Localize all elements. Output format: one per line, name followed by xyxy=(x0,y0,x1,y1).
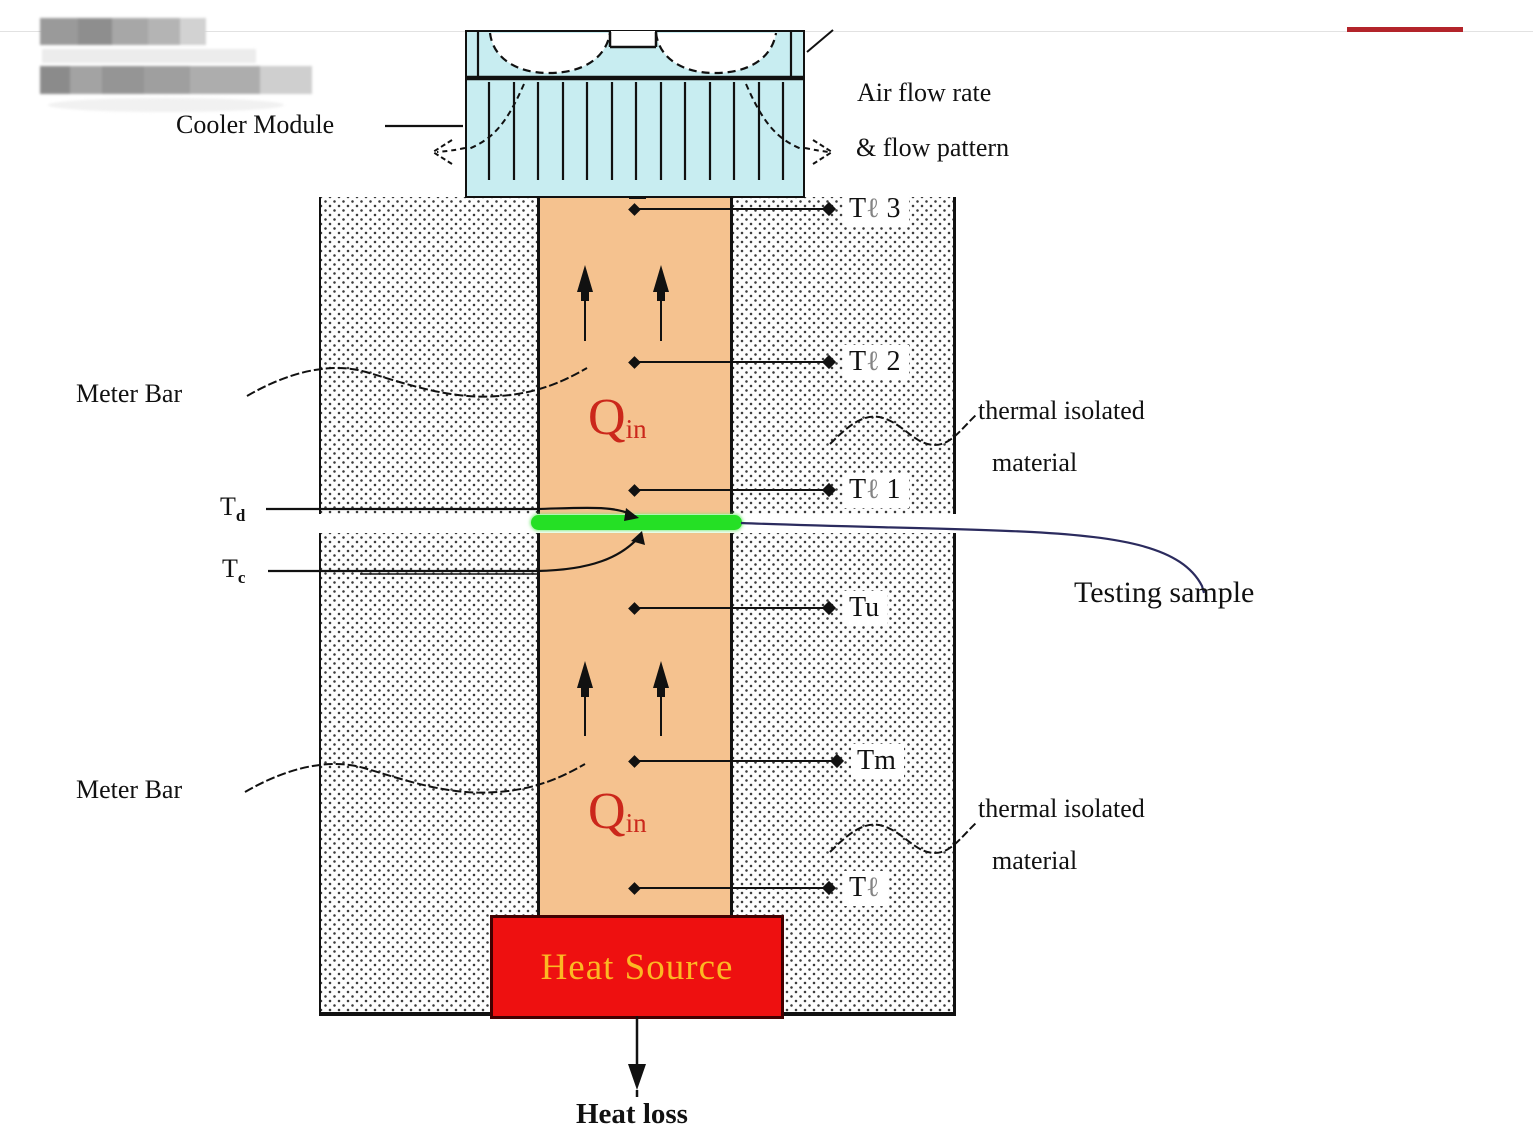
insulation-block-upper-left xyxy=(319,197,539,514)
sensor-line-tl2 xyxy=(637,361,827,364)
sensor-line-tl3 xyxy=(637,208,827,211)
testing-sample-bar xyxy=(531,515,742,530)
column-top-tick xyxy=(629,196,646,199)
thermal-isolated-upper-label-line2: material xyxy=(992,448,1078,477)
td-label: Td xyxy=(220,492,246,526)
redacted-line-2 xyxy=(42,49,256,63)
flow-pattern-label: & flow pattern xyxy=(856,133,1010,162)
heat-loss-label: Heat loss xyxy=(576,1098,688,1130)
meter-bar-lower-label: Meter Bar xyxy=(76,775,183,804)
sensor-line-tl xyxy=(637,887,827,890)
sensor-label-tl3: Tℓ 3 xyxy=(843,192,909,227)
qin-lower-label: Qin xyxy=(588,783,647,840)
red-accent-line xyxy=(1347,27,1463,32)
cooler-module-label: Cooler Module xyxy=(176,110,335,139)
meter-bar-upper-column xyxy=(537,197,733,514)
meter-bar-lower-column xyxy=(537,533,733,915)
sensor-label-tl1: Tℓ 1 xyxy=(843,473,909,508)
sensor-label-tl2: Tℓ 2 xyxy=(843,345,909,380)
sensor-line-tl1 xyxy=(637,489,827,492)
redacted-line-3-tail xyxy=(260,66,312,94)
sensor-label-tl: Tℓ xyxy=(843,871,888,906)
testing-sample-label: Testing sample xyxy=(1074,576,1255,609)
tc-label: Tc xyxy=(222,554,246,588)
sensor-label-tu: Tu xyxy=(843,591,888,626)
cooler-module-box xyxy=(465,30,805,198)
thermal-isolated-lower-label-line1: thermal isolated xyxy=(978,794,1145,823)
heat-loss-arrow xyxy=(628,1016,646,1097)
sensor-line-tu xyxy=(637,607,827,610)
thermal-isolated-lower-label-line2: material xyxy=(992,846,1078,875)
sensor-label-tm: Tm xyxy=(851,744,904,779)
redacted-underline-swoosh xyxy=(48,98,284,112)
meter-bar-upper-label: Meter Bar xyxy=(76,379,183,408)
qin-upper-label: Qin xyxy=(588,389,647,446)
air-flow-rate-label: Air flow rate xyxy=(857,78,992,107)
redacted-text-blur xyxy=(40,14,312,116)
sensor-line-tm xyxy=(637,760,835,763)
thermal-isolated-upper-label-line1: thermal isolated xyxy=(978,396,1145,425)
heat-source-box: Heat Source xyxy=(490,915,784,1019)
redacted-line-1 xyxy=(40,18,206,45)
redacted-line-3 xyxy=(40,66,260,94)
heat-source-label: Heat Source xyxy=(540,946,734,988)
